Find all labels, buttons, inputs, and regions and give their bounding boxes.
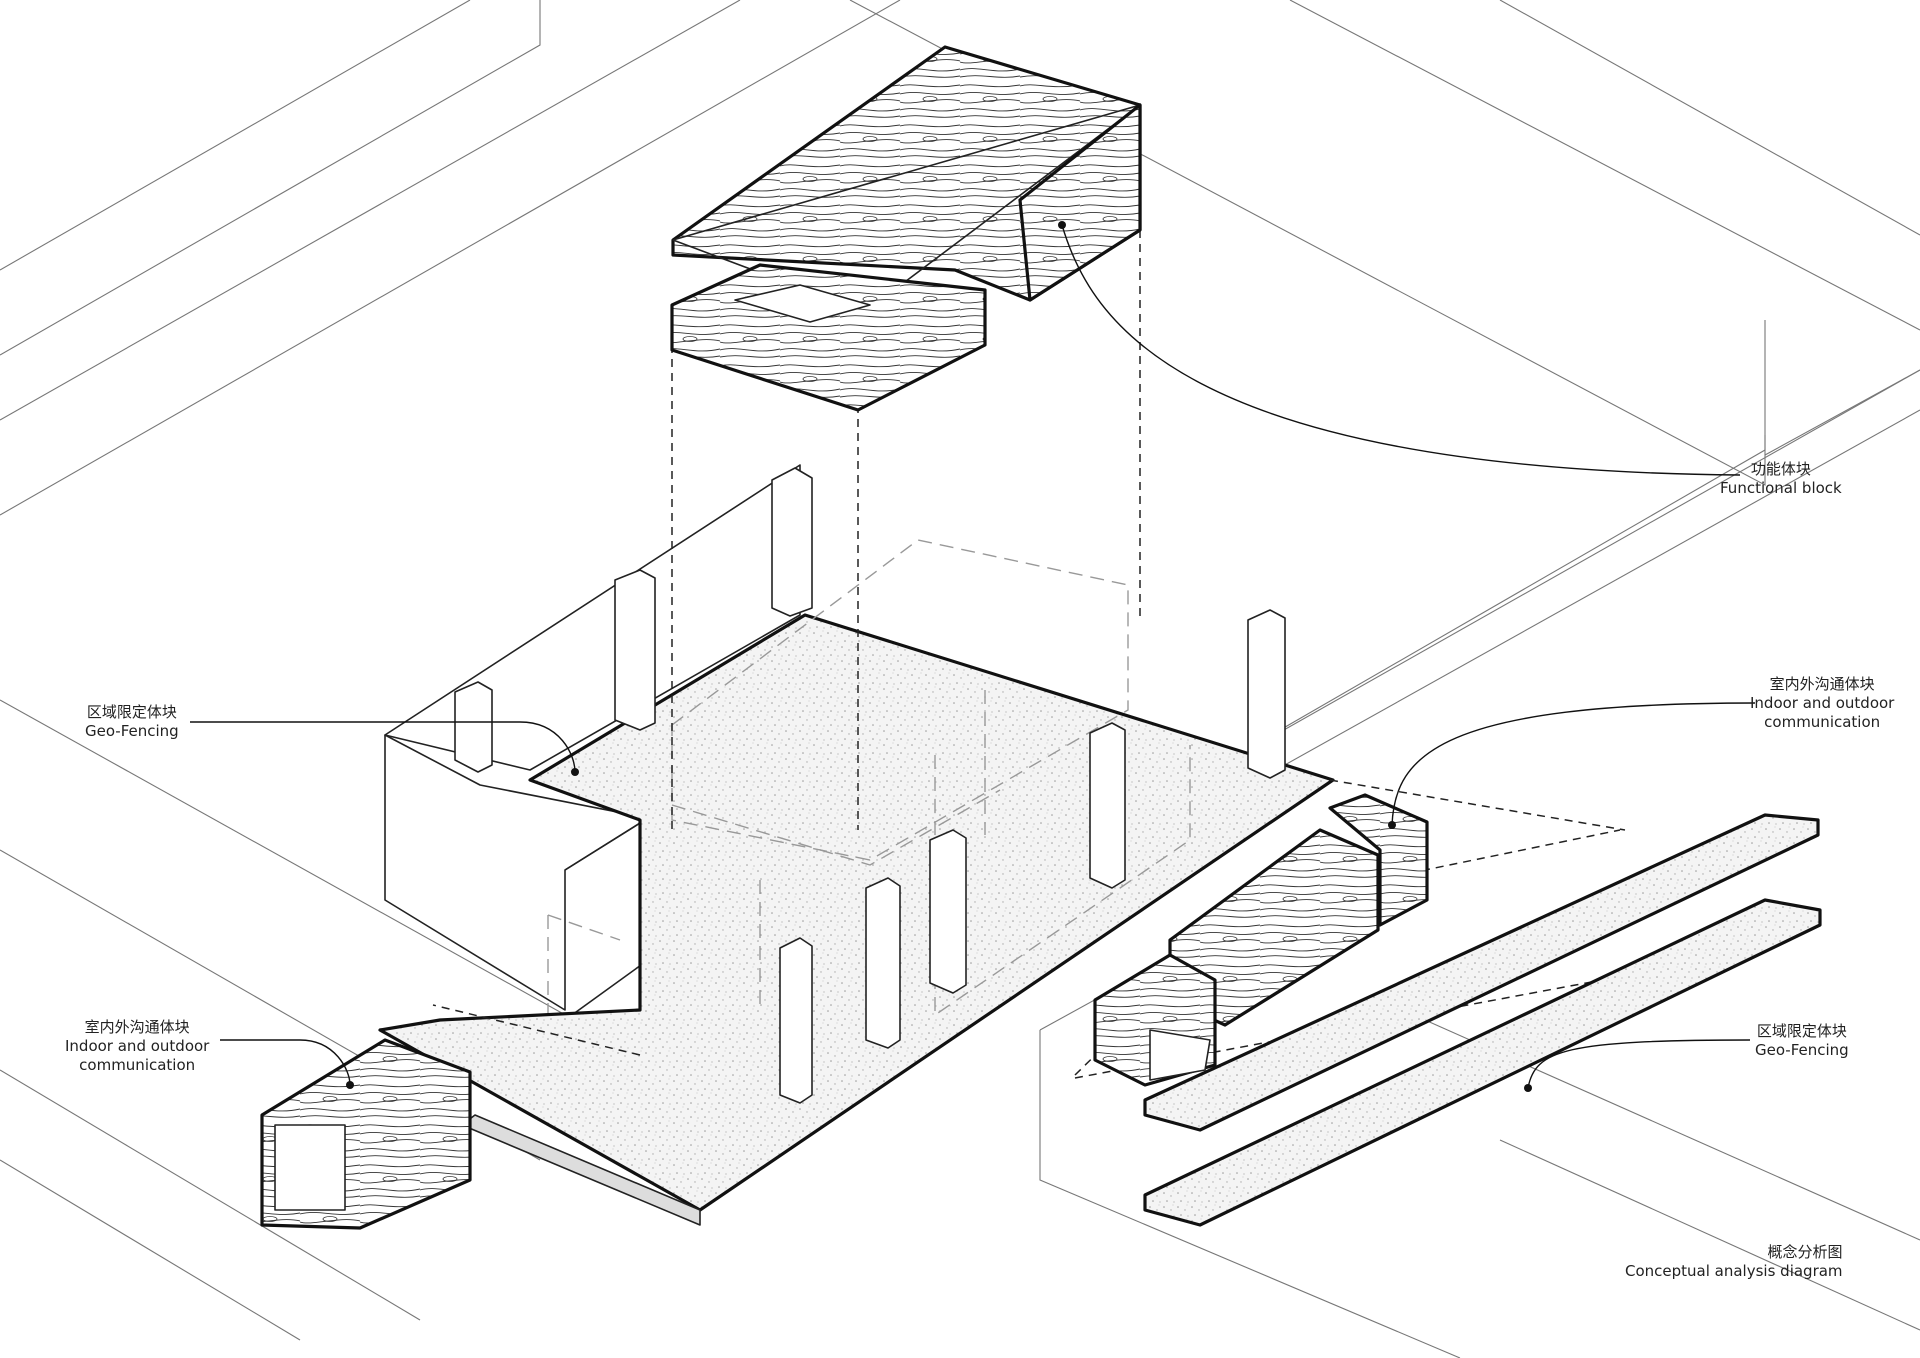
functional-block-en: Functional block (1720, 479, 1842, 497)
label-geo-fencing-right: 区域限定体块 Geo-Fencing (1755, 1022, 1849, 1060)
columns (454, 467, 1286, 1104)
right-communication-boxes (1093, 793, 1429, 1087)
caption-en: Conceptual analysis diagram (1625, 1262, 1843, 1280)
indoor-outdoor-left-en: Indoor and outdoor (65, 1037, 210, 1055)
label-geo-fencing-left: 区域限定体块 Geo-Fencing (85, 703, 179, 741)
geo-fencing-left-en: Geo-Fencing (85, 722, 179, 740)
functional-block (670, 45, 1142, 412)
indoor-outdoor-left-en2: communication (79, 1056, 196, 1074)
caption-zh: 概念分析图 (1767, 1243, 1843, 1261)
label-functional-block: 功能体块 Functional block (1720, 460, 1842, 498)
leader-lines (190, 221, 1756, 1092)
label-indoor-outdoor-right: 室内外沟通体块 Indoor and outdoor communication (1750, 675, 1894, 732)
geo-fencing-right-en: Geo-Fencing (1755, 1041, 1849, 1059)
left-communication-box (260, 1038, 472, 1230)
functional-block-zh: 功能体块 (1750, 460, 1811, 478)
indoor-outdoor-left-zh: 室内外沟通体块 (84, 1018, 190, 1036)
geo-fencing-planks (1143, 813, 1822, 1227)
geo-fencing-left-zh: 区域限定体块 (86, 703, 177, 721)
diagram-caption: 概念分析图 Conceptual analysis diagram (1625, 1243, 1843, 1281)
geo-fencing-right-zh: 区域限定体块 (1756, 1022, 1847, 1040)
indoor-outdoor-right-en: Indoor and outdoor (1750, 694, 1895, 712)
indoor-outdoor-right-en2: communication (1764, 713, 1881, 731)
ghost-footprint (671, 539, 1191, 1017)
indoor-outdoor-right-zh: 室内外沟通体块 (1769, 675, 1875, 693)
label-indoor-outdoor-left: 室内外沟通体块 Indoor and outdoor communication (65, 1018, 209, 1075)
